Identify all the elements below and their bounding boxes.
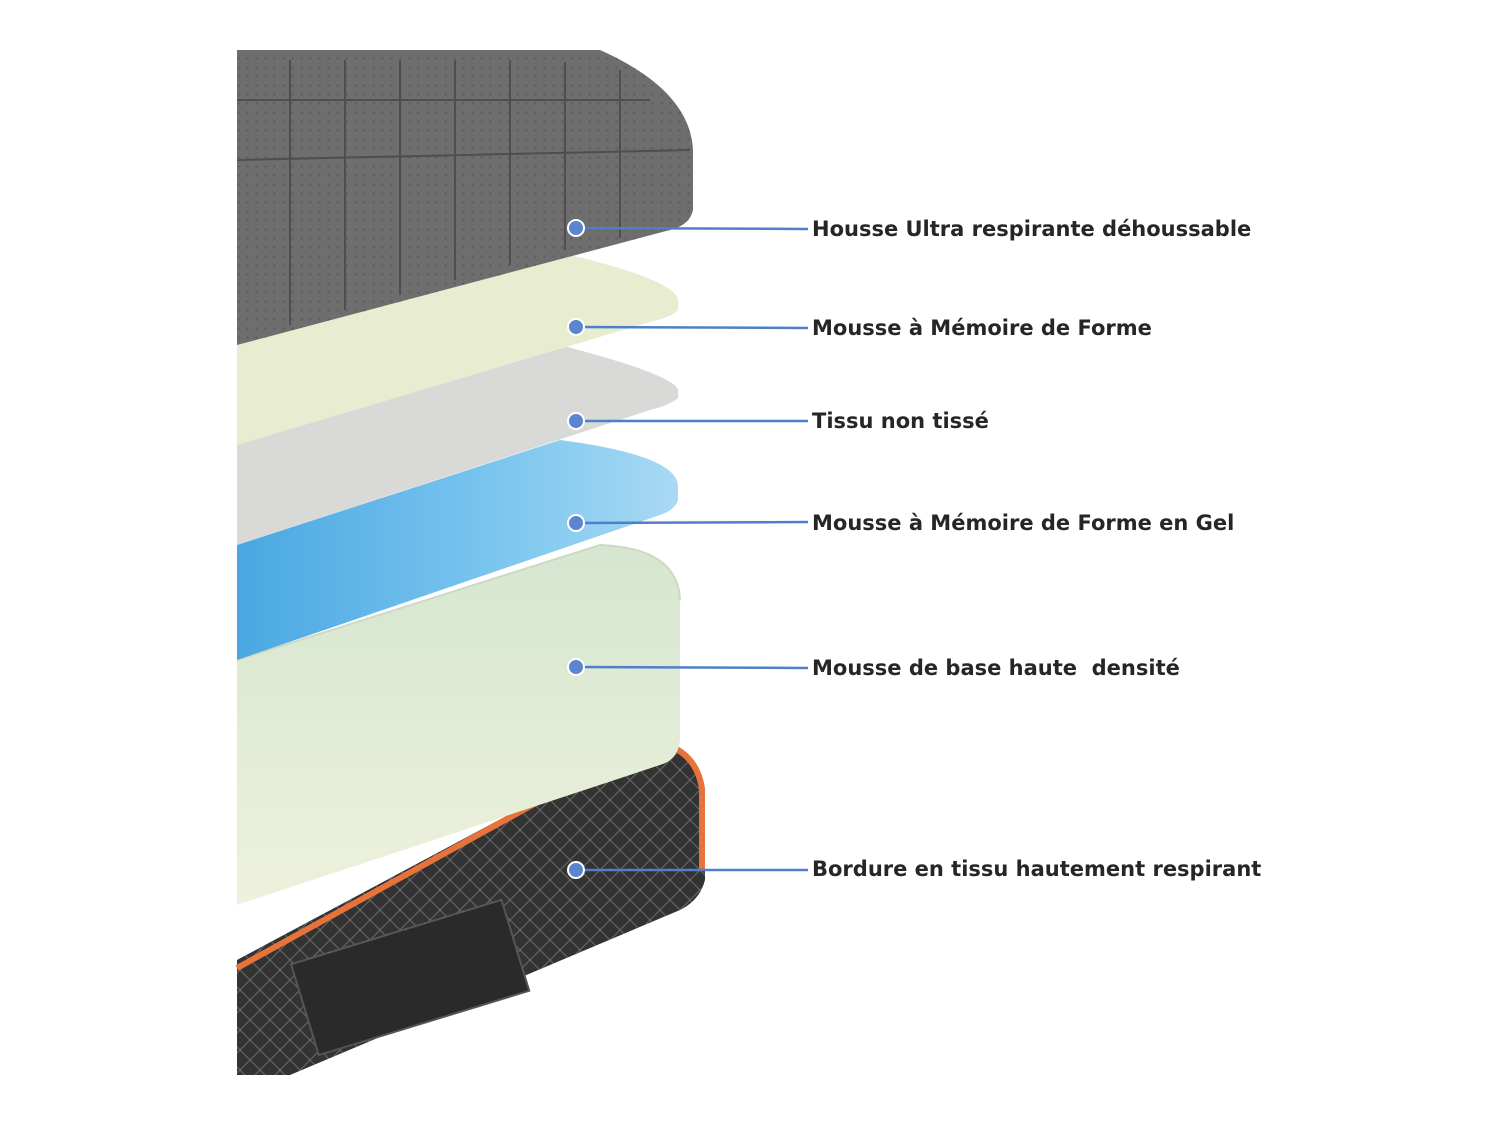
memory-foam-callout-line	[575, 325, 809, 330]
gel-foam-callout-dot	[567, 514, 585, 532]
gel-foam-layer	[237, 440, 678, 660]
base-foam-label: Mousse de base haute densité	[812, 656, 1180, 680]
quilted-cover	[236, 50, 693, 345]
gel-foam-label: Mousse à Mémoire de Forme en Gel	[812, 511, 1235, 535]
non-woven-callout-dot	[567, 412, 585, 430]
memory-foam-label: Mousse à Mémoire de Forme	[812, 316, 1152, 340]
base-foam-layer	[236, 543, 681, 905]
base-foam-callout-dot	[567, 658, 585, 676]
fabric-layer	[237, 345, 678, 545]
cover-label: Housse Ultra respirante déhoussable	[812, 217, 1252, 241]
foam-layer	[237, 255, 678, 445]
cover-callout-dot	[567, 219, 585, 237]
memory-foam-callout-dot	[567, 318, 585, 336]
border-label: Bordure en tissu hautement respirant	[812, 857, 1262, 881]
quilted-border	[235, 736, 705, 1075]
non-woven-label: Tissu non tissé	[812, 409, 989, 433]
cover-callout-line	[575, 226, 809, 231]
border-callout-dot	[567, 861, 585, 879]
gel-foam-callout-line	[575, 520, 809, 525]
base-foam-callout-line	[575, 665, 809, 670]
